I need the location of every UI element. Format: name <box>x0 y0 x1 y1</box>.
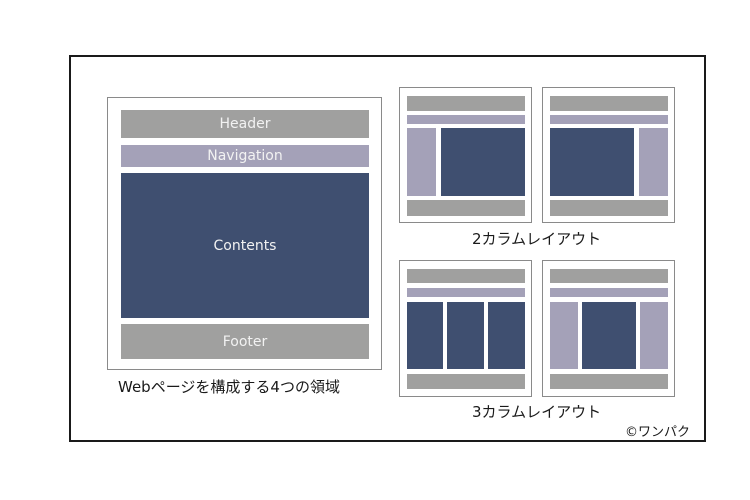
three-column-contents-diagram <box>399 260 532 397</box>
mini-footer-block <box>407 200 525 216</box>
mini-header-block <box>550 269 668 283</box>
mini-contents-block <box>550 128 634 196</box>
mini-navigation-block <box>407 288 525 297</box>
mini-footer-block <box>550 200 668 216</box>
contents-label: Contents <box>213 238 277 254</box>
navigation-block: Navigation <box>121 145 369 167</box>
mini-navigation-block <box>550 288 668 297</box>
mini-sidebar-block <box>639 128 668 196</box>
mini-header-block <box>407 96 525 111</box>
header-block: Header <box>121 110 369 138</box>
mini-navigation-block <box>550 115 668 124</box>
mini-sidebar-block <box>640 302 668 369</box>
mini-contents-column <box>447 302 484 369</box>
mini-sidebar-block <box>550 302 578 369</box>
footer-label: Footer <box>222 334 268 350</box>
mini-contents-block <box>582 302 636 369</box>
two-column-left-sidebar-diagram <box>399 87 532 223</box>
three-column-sidebars-diagram <box>542 260 675 397</box>
two-column-caption: 2カラムレイアウト <box>472 230 602 248</box>
mini-contents-column <box>407 302 443 369</box>
mini-header-block <box>407 269 525 283</box>
header-label: Header <box>219 116 271 132</box>
mini-navigation-block <box>407 115 525 124</box>
mini-header-block <box>550 96 668 111</box>
footer-block: Footer <box>121 324 369 359</box>
navigation-label: Navigation <box>207 148 283 164</box>
main-layout-diagram: Header Navigation Contents Footer <box>107 97 382 370</box>
mini-contents-column <box>488 302 525 369</box>
contents-block: Contents <box>121 173 369 318</box>
mini-sidebar-block <box>407 128 436 196</box>
mini-footer-block <box>407 374 525 389</box>
two-column-right-sidebar-diagram <box>542 87 675 223</box>
mini-contents-block <box>441 128 525 196</box>
mini-footer-block <box>550 374 668 389</box>
main-layout-caption: Webページを構成する4つの領域 <box>118 378 340 396</box>
copyright-credit: ©ワンパク <box>625 425 691 440</box>
three-column-caption: 3カラムレイアウト <box>472 403 602 421</box>
